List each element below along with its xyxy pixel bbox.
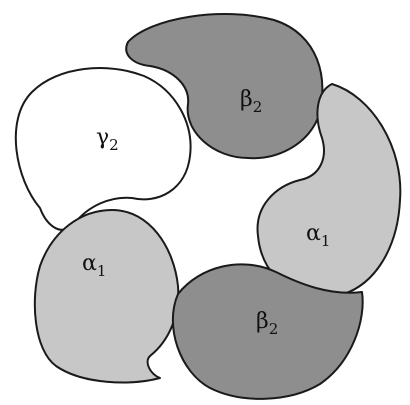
label-right-subscript: 1 [321, 232, 331, 250]
label-top-symbol: β [240, 87, 253, 112]
label-bottom-right-symbol: β [256, 309, 269, 334]
label-top-subscript: 2 [253, 98, 263, 116]
label-left-subscript: 2 [109, 136, 119, 154]
label-bottom-right-subscript: 2 [269, 320, 279, 338]
label-right-symbol: α [306, 221, 321, 246]
label-left-symbol: γ [96, 125, 109, 150]
subunit-bottom-left-alpha1 [35, 210, 178, 382]
label-bottom-left-subscript: 1 [97, 262, 107, 280]
label-bottom-left-symbol: α [82, 251, 97, 276]
